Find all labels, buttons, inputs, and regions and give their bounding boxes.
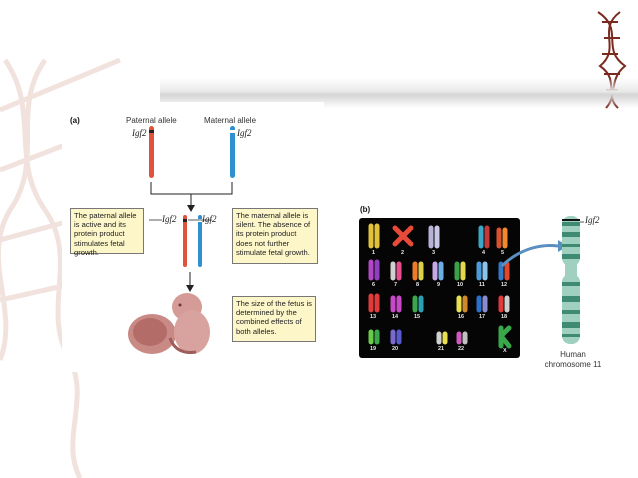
paternal-chromosome-top — [149, 126, 154, 178]
maternal-chromosome-top — [230, 126, 235, 178]
karyotype-number: 18 — [501, 314, 508, 320]
paternal-allele-label: Paternal allele — [126, 116, 177, 125]
karyotype-number: 16 — [458, 314, 465, 320]
karyotype-number: 21 — [438, 346, 445, 352]
panel-b-label: (b) — [360, 205, 371, 214]
maternal-mid-gene-label: Igf2 — [202, 214, 217, 224]
karyotype-number: 2 — [401, 250, 405, 256]
karyotype-number: 8 — [416, 282, 420, 288]
karyotype-number: 19 — [370, 346, 377, 352]
paternal-gene-label: Igf2 — [132, 128, 147, 138]
karyotype-number: 1 — [372, 250, 376, 256]
maternal-chromosome-mid — [198, 215, 202, 267]
fetus-illustration — [128, 293, 210, 354]
karyotype-number: 14 — [392, 314, 399, 320]
chromosome-caption-line2: chromosome 11 — [544, 360, 602, 369]
maternal-allele-label: Maternal allele — [204, 116, 257, 125]
karyotype-number: X — [503, 348, 507, 354]
karyotype-number: 22 — [458, 346, 465, 352]
zoom-arrow-icon — [500, 244, 559, 268]
karyotype-chromosomes — [368, 223, 512, 349]
paternal-chromosome-mid — [183, 215, 187, 267]
maternal-note: The maternal allele is silent. The absen… — [232, 208, 318, 264]
karyotype-number: 17 — [479, 314, 486, 320]
arrow-down-icon — [186, 285, 194, 292]
karyotype-number: 9 — [437, 282, 441, 288]
karyotype-number: 10 — [457, 282, 464, 288]
chromosome-11-diagram — [500, 216, 584, 344]
chromosome-caption: Human chromosome 11 — [538, 350, 608, 370]
karyotype-image: 1 2 3 4 5 6 7 8 9 10 11 12 13 14 15 16 1… — [359, 218, 520, 358]
paternal-note-text: The paternal allele is active and its pr… — [74, 211, 137, 257]
karyotype-number: 6 — [372, 282, 376, 288]
merge-bracket — [150, 182, 233, 206]
karyotype-number: 11 — [479, 282, 485, 288]
karyotype-number: 15 — [414, 314, 421, 320]
arrow-down-icon — [187, 205, 195, 212]
fetus-note-text: The size of the fetus is determined by t… — [236, 299, 312, 336]
panel-a-label: (a) — [70, 116, 80, 125]
maternal-note-text: The maternal allele is silent. The absen… — [236, 211, 311, 257]
karyotype-number: 13 — [370, 314, 377, 320]
chromosome-gene-label: Igf2 — [585, 215, 600, 225]
allele-diagram — [128, 126, 235, 354]
paternal-note: The paternal allele is active and its pr… — [70, 208, 144, 257]
paternal-mid-gene-label: Igf2 — [162, 214, 177, 224]
panel-a: (a) Paternal allele Maternal allele Igf2… — [62, 102, 324, 372]
karyotype-number: 12 — [501, 282, 508, 288]
karyotype-number: 7 — [394, 282, 398, 288]
karyotype-number: 5 — [501, 250, 505, 256]
fetus-note: The size of the fetus is determined by t… — [232, 296, 316, 342]
maternal-gene-label: Igf2 — [237, 128, 252, 138]
chromosome-caption-line1: Human — [560, 350, 586, 359]
karyotype-number: 20 — [392, 346, 399, 352]
karyotype-number: 4 — [482, 250, 486, 256]
karyotype-number: 3 — [432, 250, 436, 256]
